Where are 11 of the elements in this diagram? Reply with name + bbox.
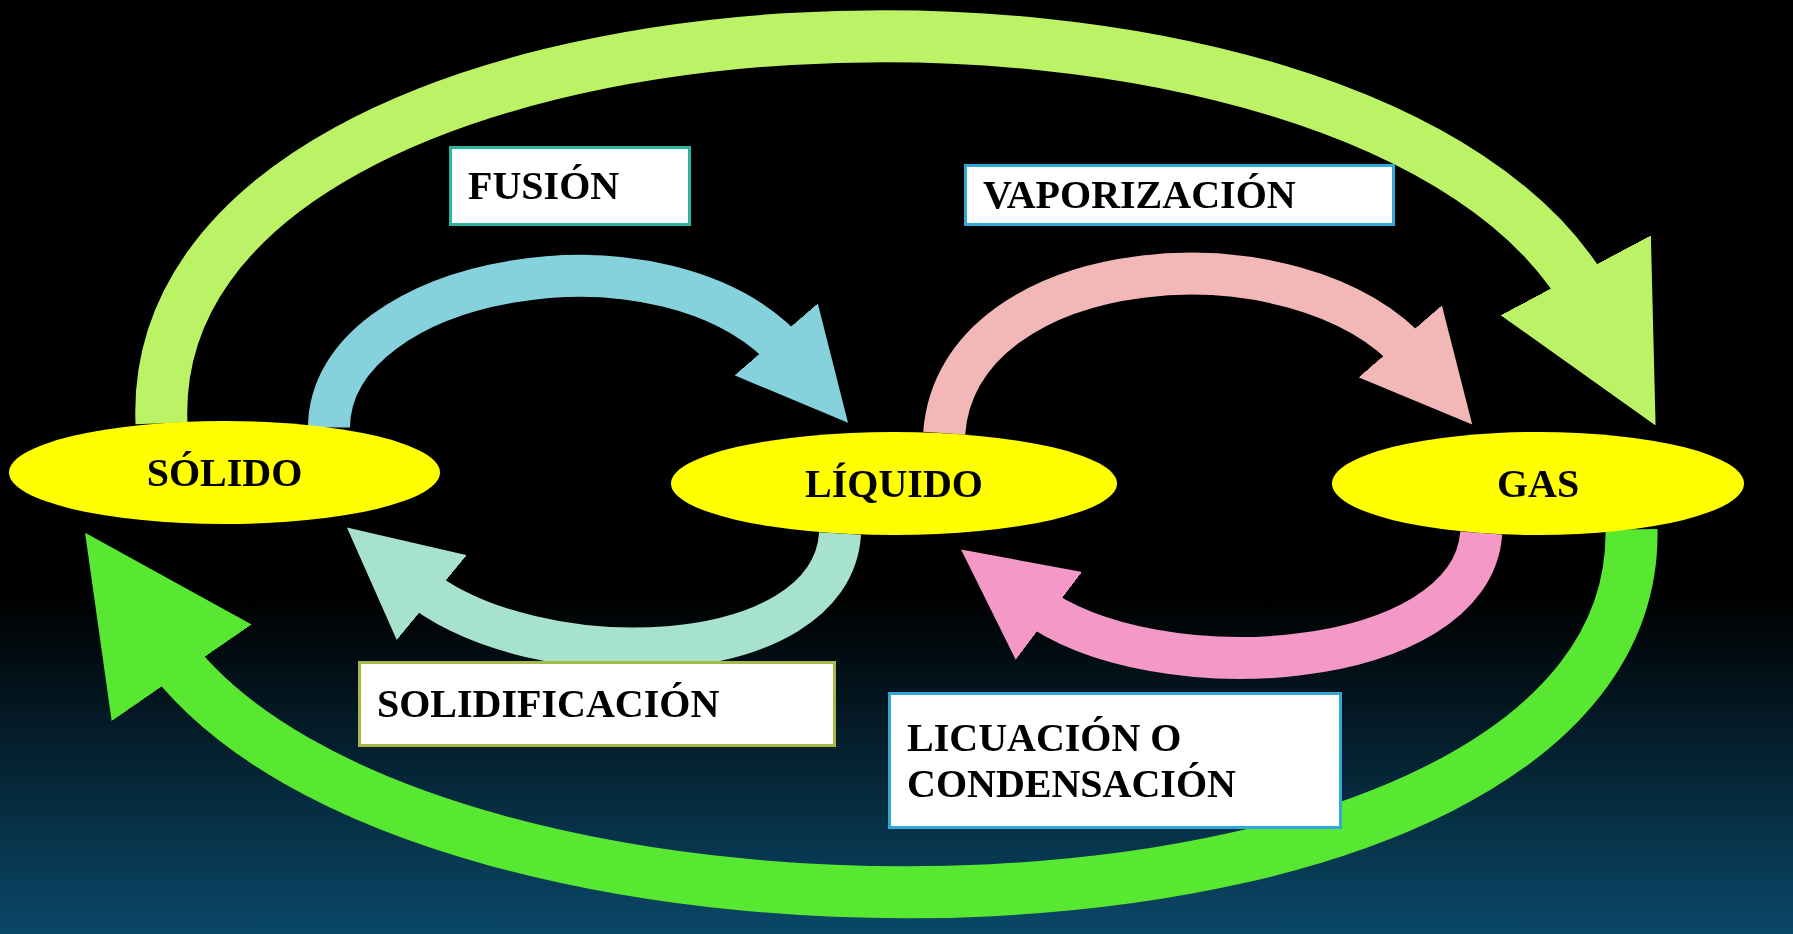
process-label-box: [888, 692, 1342, 829]
node-text: FUSIÓN: [468, 163, 621, 209]
node-text: LÍQUIDO: [805, 460, 983, 507]
node-text: LICUACIÓN O CONDENSACIÓN: [907, 714, 1237, 807]
node-text: SÓLIDO: [146, 449, 303, 496]
process-label-box: [449, 146, 691, 226]
node-text: GAS: [1496, 460, 1580, 507]
node-text: VAPORIZACIÓN: [983, 172, 1297, 218]
process-label-box: [964, 164, 1395, 226]
node-text: SOLIDIFICACIÓN: [377, 681, 721, 727]
process-label-box: [358, 661, 836, 747]
